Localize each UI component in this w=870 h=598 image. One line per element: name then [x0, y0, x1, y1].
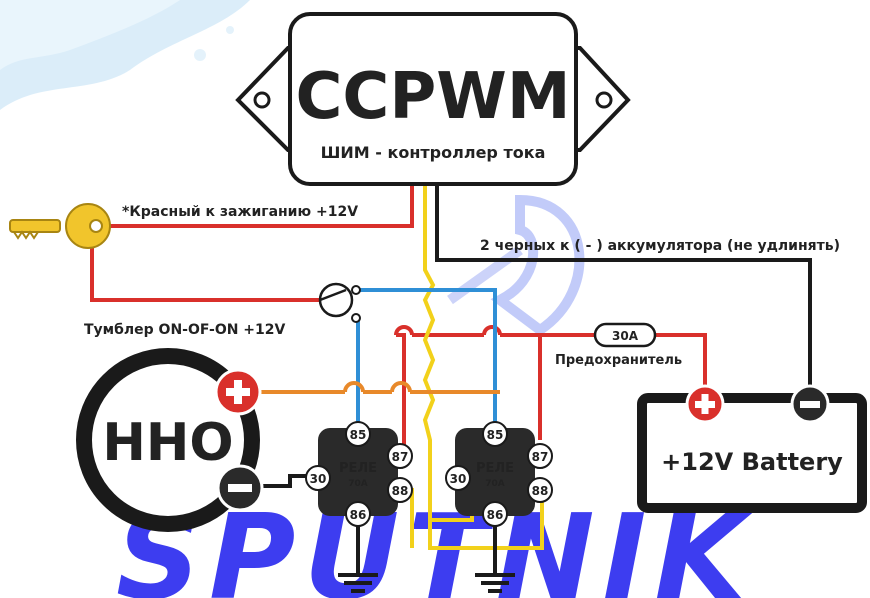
fuse: 30A — [593, 322, 657, 348]
toggle-switch-icon — [318, 282, 361, 323]
relay-2-pin-87: 87 — [527, 443, 553, 469]
relay-1-pin-85: 85 — [345, 421, 371, 447]
water-splash-decoration — [0, 0, 250, 110]
controller-subtitle: ШИМ - контроллер тока — [321, 143, 546, 162]
svg-text:86: 86 — [350, 508, 367, 522]
mount-hole-right — [595, 91, 613, 109]
mount-hole-left — [253, 91, 271, 109]
svg-text:85: 85 — [487, 428, 504, 442]
relay-2: РЕЛЕ 70A 85 87 88 86 30 — [445, 421, 553, 527]
relay-1-rating: 70A — [348, 479, 368, 489]
battery-label: +12V Battery — [661, 448, 843, 476]
hho-label: HHO — [102, 413, 233, 473]
relay-ground-leads — [356, 525, 497, 575]
controller-title: CCPWM — [295, 60, 570, 134]
ground-note-label: 2 черных к ( - ) аккумулятора (не удлиня… — [480, 238, 840, 254]
relay-2-pin-86: 86 — [482, 501, 508, 527]
relay-1-pin-87: 87 — [387, 443, 413, 469]
toggle-wire-blue — [356, 288, 497, 426]
ccpwm-controller: CCPWM ШИМ - контроллер тока — [235, 12, 631, 186]
svg-text:87: 87 — [532, 450, 549, 464]
toggle-label: Тумблер ON-OF-ON +12V — [84, 322, 286, 338]
ignition-label: *Красный к зажиганию +12V — [122, 204, 358, 220]
plus-icon — [685, 384, 725, 424]
relay-2-rating: 70A — [485, 479, 505, 489]
ground-wire-black — [435, 185, 812, 398]
hho-positive-wire-orange — [260, 381, 500, 394]
svg-text:87: 87 — [392, 450, 409, 464]
relay-2-pin-88: 88 — [527, 477, 553, 503]
relay-1-pin-86: 86 — [345, 501, 371, 527]
relay-2-name: РЕЛЕ — [476, 461, 514, 476]
relay-1-name: РЕЛЕ — [339, 461, 377, 476]
hho-cell: HHO — [76, 348, 264, 532]
fuse-label: Предохранитель — [555, 353, 682, 368]
svg-text:85: 85 — [350, 428, 367, 442]
relay-1-pin-88: 88 — [387, 477, 413, 503]
relay-2-pin-85: 85 — [482, 421, 508, 447]
fuse-value: 30A — [612, 329, 639, 343]
relay-1-pin-30: 30 — [305, 465, 331, 491]
key-icon — [9, 203, 111, 249]
relay-1: РЕЛЕ 70A 85 87 88 86 30 — [305, 421, 413, 527]
ground-icon — [338, 573, 378, 593]
svg-text:30: 30 — [450, 472, 467, 486]
svg-text:86: 86 — [487, 508, 504, 522]
plus-icon — [214, 368, 262, 416]
svg-text:88: 88 — [392, 484, 409, 498]
relay-2-pin-30: 30 — [445, 465, 471, 491]
svg-text:30: 30 — [310, 472, 327, 486]
minus-icon — [216, 464, 264, 512]
svg-text:88: 88 — [532, 484, 549, 498]
minus-icon — [790, 384, 830, 424]
battery: +12V Battery — [637, 384, 867, 513]
ground-icon — [475, 573, 515, 593]
